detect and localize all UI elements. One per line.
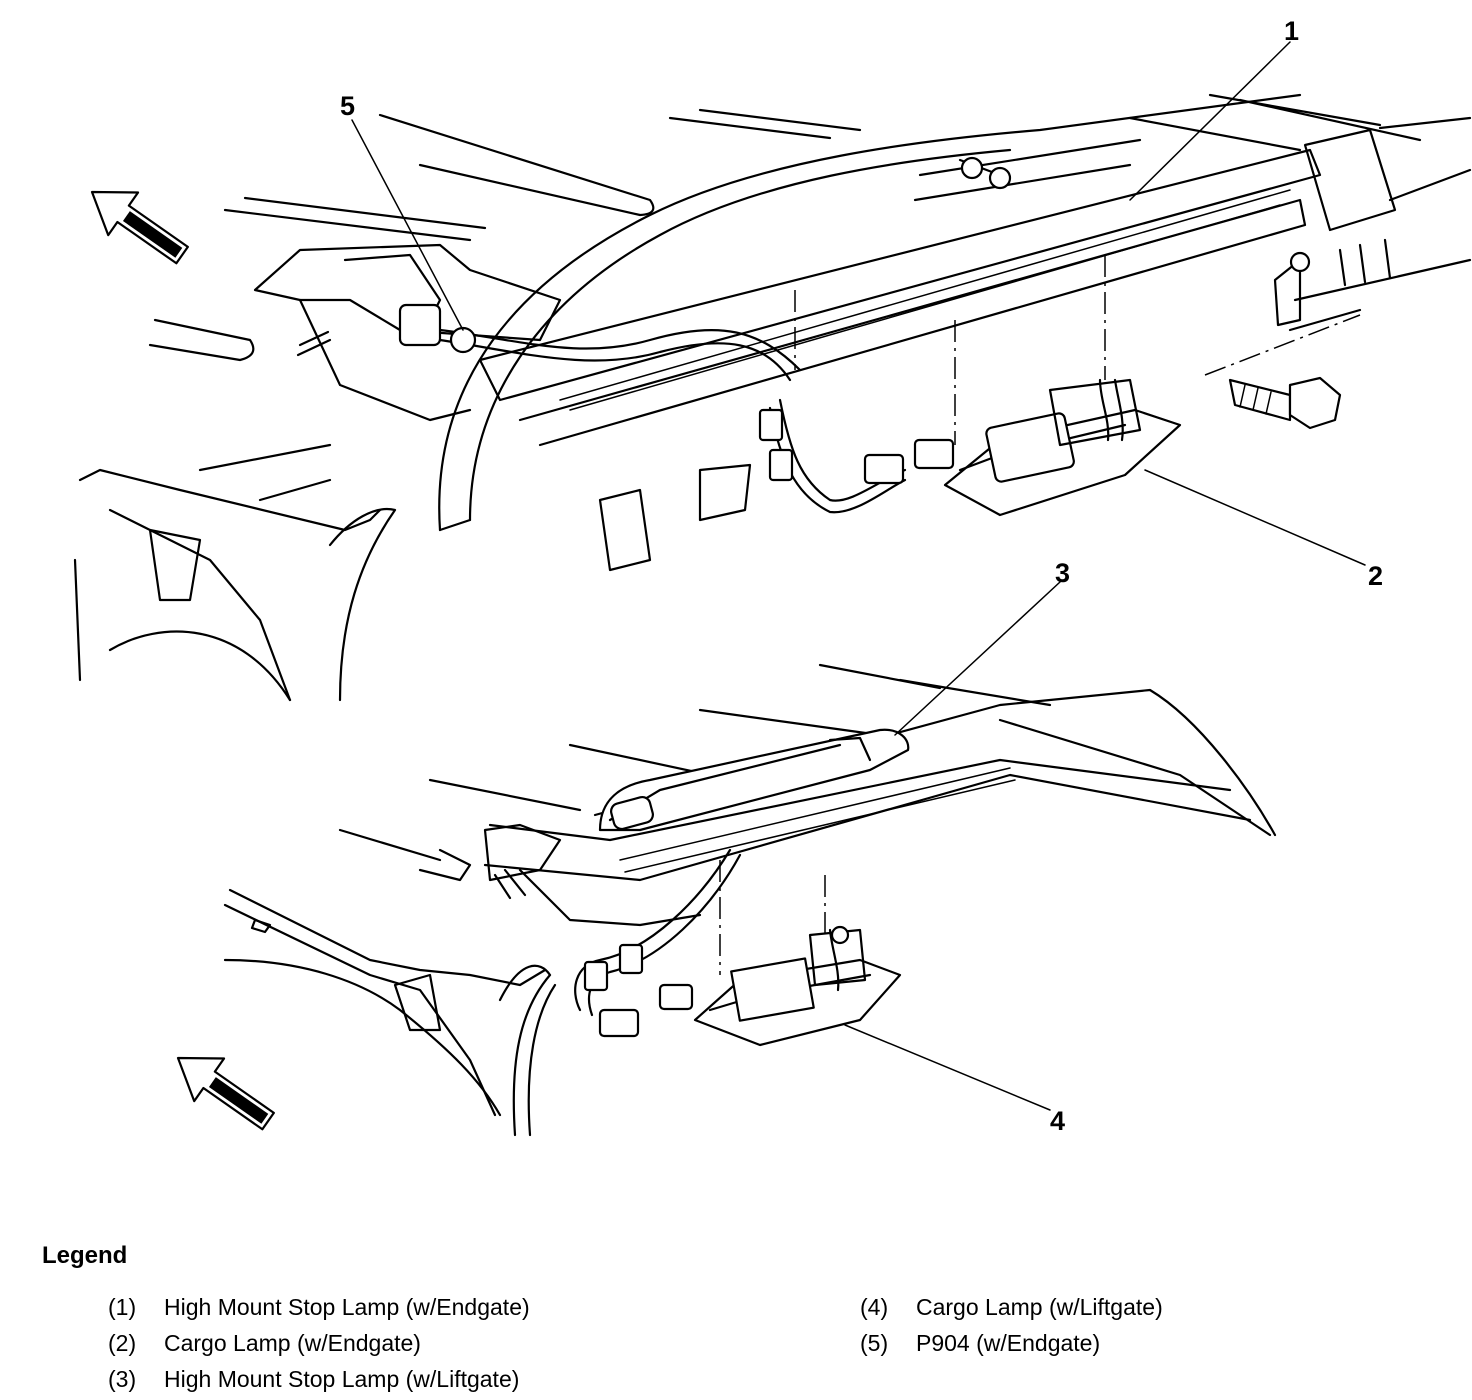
legend-item: (1) High Mount Stop Lamp (w/Endgate) [108,1292,530,1322]
forward-arrow-icon [90,190,189,265]
legend-item-number: (4) [860,1294,889,1320]
legend-title: Legend [42,1242,128,1269]
endgate-illustration [73,93,1472,702]
legend-item-text: Cargo Lamp (w/Endgate) [164,1330,421,1356]
callout-1: 1 [1284,16,1299,46]
bolt-icon [1228,376,1342,430]
legend-item-text: High Mount Stop Lamp (w/Liftgate) [164,1366,520,1392]
forward-arrow-icon [176,1056,275,1131]
legend-item: (3) High Mount Stop Lamp (w/Liftgate) [108,1364,519,1394]
callout-4: 4 [1050,1106,1065,1136]
legend-item: (5) P904 (w/Endgate) [860,1328,1100,1358]
liftgate-illustration [223,663,1277,1137]
callout-3: 3 [1055,558,1070,588]
callout-2: 2 [1368,561,1383,591]
legend-item-text: High Mount Stop Lamp (w/Endgate) [164,1294,530,1320]
legend-item: (2) Cargo Lamp (w/Endgate) [108,1328,421,1358]
leader-lines [351,41,1366,1111]
legend-item-number: (1) [108,1294,137,1320]
callout-5: 5 [340,91,355,121]
wiring-diagram: 1 2 3 4 5 [73,16,1472,1137]
legend-item-number: (2) [108,1330,137,1356]
legend-item: (4) Cargo Lamp (w/Liftgate) [860,1292,1163,1322]
legend-item-number: (5) [860,1330,889,1356]
legend-item-number: (3) [108,1366,137,1392]
legend-item-text: P904 (w/Endgate) [916,1330,1101,1356]
legend-item-text: Cargo Lamp (w/Liftgate) [916,1294,1163,1320]
